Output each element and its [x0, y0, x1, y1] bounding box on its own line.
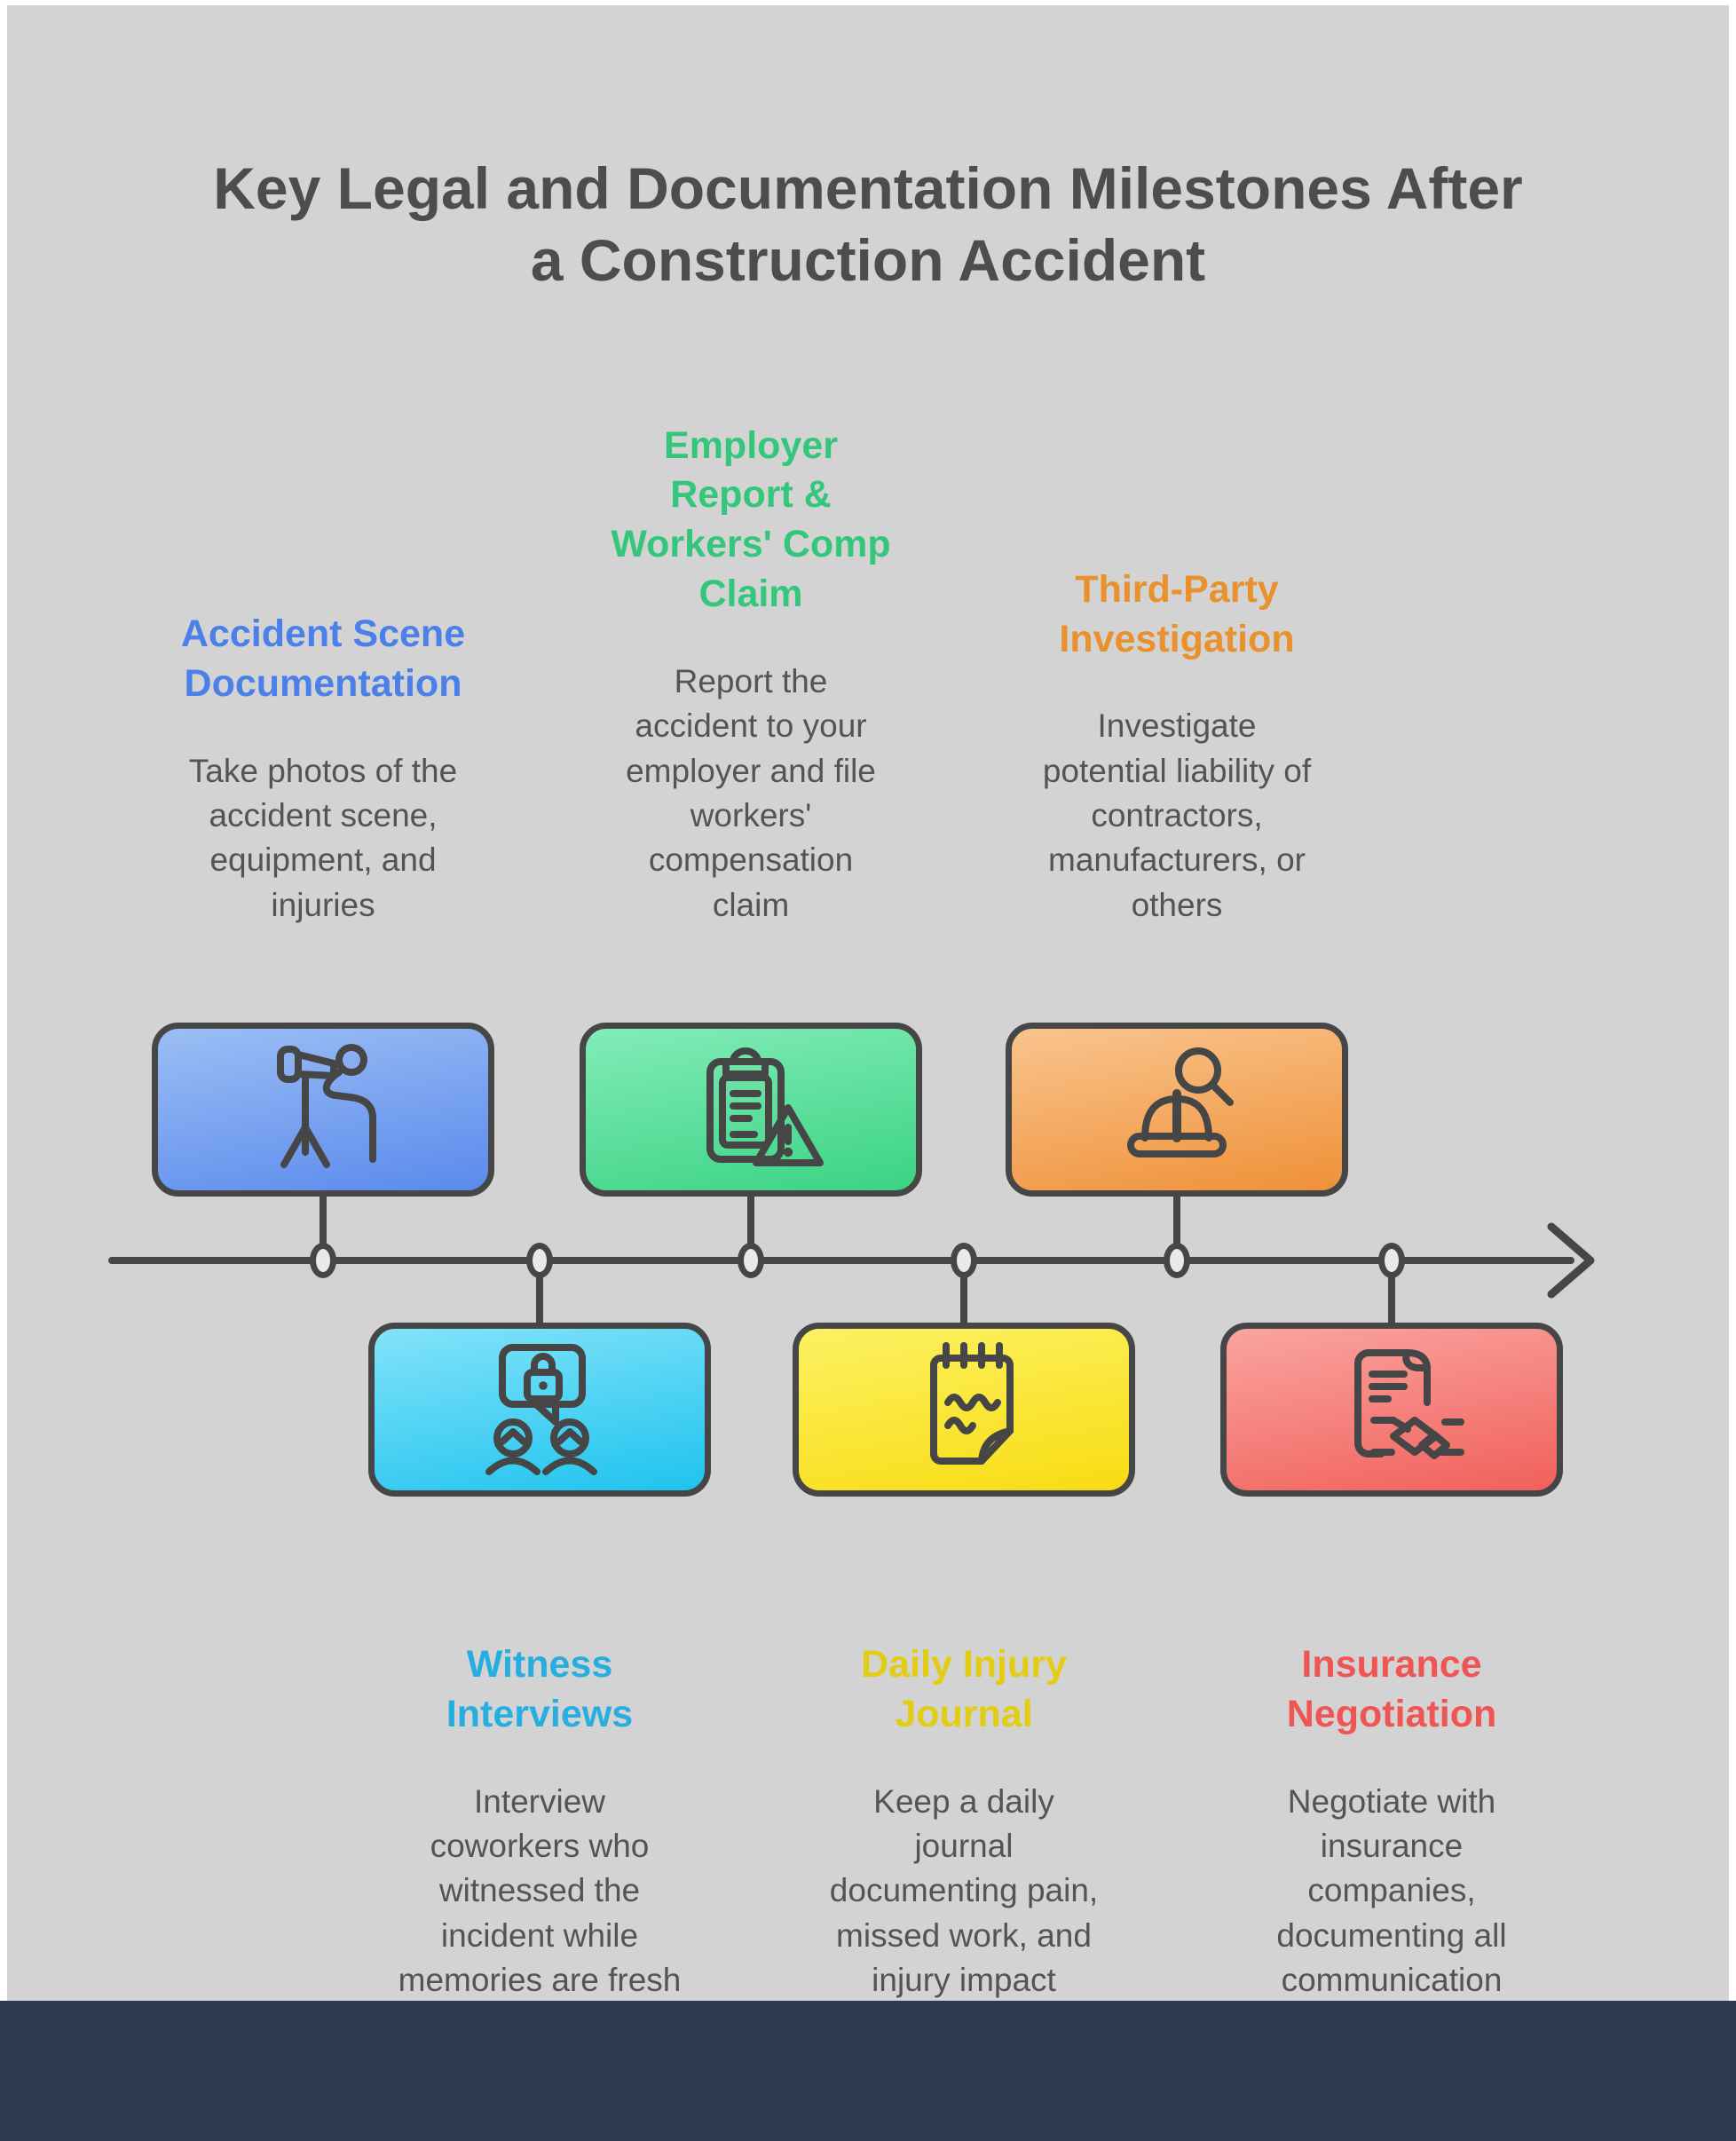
milestone-label-witness-interviews: Witness Interviews Interview coworkers w…: [344, 1640, 735, 2003]
milestone-card-employer-report: [580, 1023, 922, 1197]
milestone-card-insurance-negotiation: [1220, 1323, 1563, 1497]
milestone-label-injury-journal: Daily Injury Journal Keep a daily journa…: [769, 1640, 1159, 2003]
connector: [747, 1193, 754, 1248]
milestone-label-third-party: Third-Party Investigation Investigate po…: [986, 382, 1368, 928]
milestone-description: Investigate potential liability of contr…: [1042, 707, 1312, 923]
milestone-card-injury-journal: [793, 1323, 1135, 1497]
footer-bar: [0, 2001, 1736, 2141]
infographic-canvas: [7, 5, 1729, 2001]
connector: [1173, 1193, 1180, 1248]
timeline-node: [1378, 1243, 1405, 1278]
connector: [536, 1273, 543, 1326]
contract-handshake-icon: [1354, 1349, 1464, 1459]
milestone-description: Keep a daily journal documenting pain, m…: [829, 1782, 1099, 1999]
milestone-heading: Insurance Negotiation: [1286, 1643, 1497, 1735]
page-title: Key Legal and Documentation Milestones A…: [213, 155, 1523, 293]
connector: [960, 1273, 967, 1326]
timeline-node: [1164, 1243, 1190, 1278]
milestone-description: Take photos of the accident scene, equip…: [188, 752, 458, 923]
timeline-line: [108, 1257, 1574, 1264]
milestone-label-accident-scene: Accident Scene Documentation Take photos…: [132, 382, 514, 928]
injury-journal-icon: [930, 1342, 1014, 1465]
milestone-description: Report the accident to your employer and…: [626, 663, 876, 923]
timeline-arrowhead-icon: [1547, 1222, 1595, 1299]
milestone-card-accident-scene: [152, 1023, 494, 1197]
milestone-label-employer-report: Employer Report & Workers' Comp Claim Re…: [560, 382, 942, 928]
witness-lock-chat-icon: [485, 1344, 597, 1475]
milestone-heading: Third-Party Investigation: [1059, 567, 1295, 660]
connector: [320, 1193, 327, 1248]
connector: [1388, 1273, 1395, 1326]
milestone-description: Negotiate with insurance companies, docu…: [1276, 1782, 1507, 1999]
milestone-heading: Daily Injury Journal: [861, 1643, 1067, 1735]
milestone-description: Interview coworkers who witnessed the in…: [398, 1782, 682, 1999]
camera-tripod-icon: [277, 1044, 376, 1168]
milestone-heading: Witness Interviews: [446, 1643, 634, 1735]
timeline-node: [526, 1243, 553, 1278]
milestone-card-witness-interviews: [368, 1323, 711, 1497]
hardhat-magnifier-icon: [1127, 1047, 1234, 1157]
timeline-node: [738, 1243, 764, 1278]
milestone-card-third-party: [1006, 1023, 1348, 1197]
clipboard-warning-icon: [706, 1047, 824, 1166]
milestone-heading: Accident Scene Documentation: [180, 612, 466, 705]
timeline-node: [310, 1243, 336, 1278]
timeline-node: [951, 1243, 977, 1278]
milestone-heading: Employer Report & Workers' Comp Claim: [611, 423, 891, 616]
milestone-label-insurance-negotiation: Insurance Negotiation Negotiate with ins…: [1196, 1640, 1587, 2003]
